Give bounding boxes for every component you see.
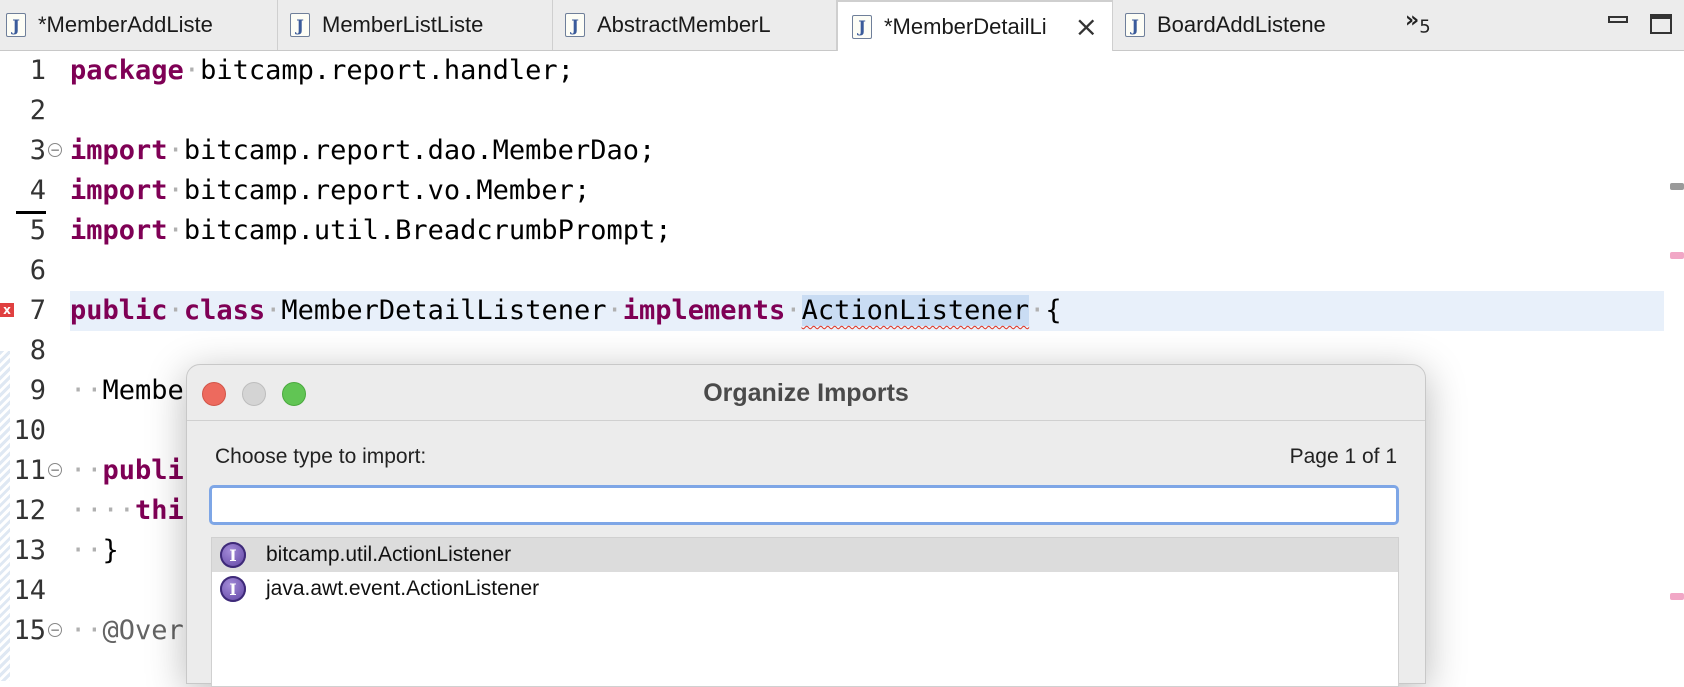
annotation-gutter <box>0 51 14 681</box>
maximize-icon[interactable] <box>1650 14 1672 34</box>
dialog-titlebar[interactable]: Organize Imports <box>187 365 1425 421</box>
line-number: 12 <box>13 495 46 526</box>
line-number: 13 <box>13 535 46 566</box>
change-markers <box>0 351 10 681</box>
code-text: import·bitcamp.report.dao.MemberDao; <box>70 135 656 166</box>
code-line: 1 package·bitcamp.report.handler; <box>0 51 1684 91</box>
code-line: 13 ··} <box>0 531 1684 571</box>
list-item[interactable]: I java.awt.event.ActionListener <box>212 572 1398 606</box>
tab-overflow-button[interactable]: »5 <box>1405 8 1431 37</box>
tab-member-add-listener[interactable]: J *MemberAddListe <box>0 0 278 50</box>
code-line: 15 − ··@Over <box>0 611 1684 651</box>
organize-imports-dialog: Organize Imports Choose type to import: … <box>186 364 1426 687</box>
interface-icon: I <box>220 542 246 568</box>
overview-ruler-mark[interactable] <box>1670 183 1684 190</box>
overview-ruler-mark[interactable] <box>1670 593 1684 600</box>
fold-collapse-icon[interactable]: − <box>48 143 62 157</box>
line-number: 6 <box>29 255 46 286</box>
code-text: ··Membe <box>70 375 184 406</box>
tab-member-list-listener[interactable]: J MemberListListe <box>278 0 553 50</box>
minimize-window-icon <box>242 382 266 406</box>
close-tab-icon[interactable]: × <box>1074 9 1098 43</box>
close-window-icon[interactable] <box>202 382 226 406</box>
code-text: ····this <box>70 495 201 526</box>
java-file-icon: J <box>565 13 585 37</box>
java-file-icon: J <box>6 13 26 37</box>
type-filter-input[interactable] <box>209 485 1399 525</box>
import-prompt-label: Choose type to import: <box>215 445 427 468</box>
code-line: 9 ··Membe <box>0 371 1684 411</box>
line-number: 1 <box>29 55 46 86</box>
code-line: 11 − ··publi <box>0 451 1684 491</box>
overflow-count: 5 <box>1419 16 1431 38</box>
list-item[interactable]: I bitcamp.util.ActionListener <box>212 538 1398 572</box>
editor-tab-bar: J *MemberAddListe J MemberListListe J Ab… <box>0 0 1684 51</box>
zoom-window-icon[interactable] <box>282 382 306 406</box>
dialog-title: Organize Imports <box>703 379 909 407</box>
tab-label: AbstractMemberL <box>597 12 771 37</box>
line-cursor-marker <box>16 211 46 214</box>
minimize-icon[interactable] <box>1608 16 1628 23</box>
fold-collapse-icon[interactable]: − <box>48 463 62 477</box>
line-number: 9 <box>29 375 46 406</box>
tab-member-detail-listener[interactable]: J *MemberDetailLi × <box>837 0 1113 51</box>
line-number: 11 <box>13 455 46 486</box>
code-line: 6 <box>0 251 1684 291</box>
fold-collapse-icon[interactable]: − <box>48 623 62 637</box>
list-item-label: java.awt.event.ActionListener <box>266 577 540 600</box>
code-text: ··publi <box>70 455 184 486</box>
code-line: 4 import·bitcamp.report.vo.Member; <box>0 171 1684 211</box>
code-text: import·bitcamp.util.BreadcrumbPrompt; <box>70 215 672 246</box>
page-indicator: Page 1 of 1 <box>1289 445 1397 468</box>
tab-label: BoardAddListene <box>1157 12 1326 37</box>
code-line: 7 public·class·MemberDetailListener·impl… <box>0 291 1684 331</box>
code-line: 5 import·bitcamp.util.BreadcrumbPrompt; <box>0 211 1684 251</box>
line-number: 5 <box>29 215 46 246</box>
line-number: 14 <box>13 575 46 606</box>
tab-abstract-member-listener[interactable]: J AbstractMemberL <box>553 0 837 50</box>
line-number: 7 <box>29 295 46 326</box>
code-text: import·bitcamp.report.vo.Member; <box>70 175 591 206</box>
line-number: 15 <box>13 615 46 646</box>
java-file-icon: J <box>1125 13 1145 37</box>
code-text: ··} <box>70 535 119 566</box>
code-line: 2 <box>0 91 1684 131</box>
tab-label: *MemberAddListe <box>38 12 213 37</box>
interface-icon: I <box>220 576 246 602</box>
tab-board-add-listener[interactable]: J BoardAddListene <box>1113 0 1385 50</box>
error-icon[interactable]: x <box>0 303 14 317</box>
overview-ruler-mark[interactable] <box>1670 252 1684 259</box>
code-text: public·class·MemberDetailListener·implem… <box>70 295 1062 326</box>
line-number: 2 <box>29 95 46 126</box>
line-number: 4 <box>29 175 46 206</box>
tab-label: *MemberDetailLi <box>884 13 1047 39</box>
code-line: 8 <box>0 331 1684 371</box>
java-file-icon: J <box>290 13 310 37</box>
error-highlight: ActionListener <box>801 295 1030 326</box>
line-number: 10 <box>13 415 46 446</box>
type-candidates-list[interactable]: I bitcamp.util.ActionListener I java.awt… <box>211 537 1399 687</box>
chevron-double-right-icon: » <box>1405 8 1420 33</box>
code-text: ··@Over <box>70 615 184 646</box>
code-text: package·bitcamp.report.handler; <box>70 55 574 86</box>
code-line: 14 <box>0 571 1684 611</box>
line-number: 3 <box>29 135 46 166</box>
code-line: 3 − import·bitcamp.report.dao.MemberDao; <box>0 131 1684 171</box>
list-item-label: bitcamp.util.ActionListener <box>266 543 512 566</box>
tab-label: MemberListListe <box>322 12 484 37</box>
java-file-icon: J <box>852 14 872 39</box>
code-line: 10 <box>0 411 1684 451</box>
line-number: 8 <box>29 335 46 366</box>
